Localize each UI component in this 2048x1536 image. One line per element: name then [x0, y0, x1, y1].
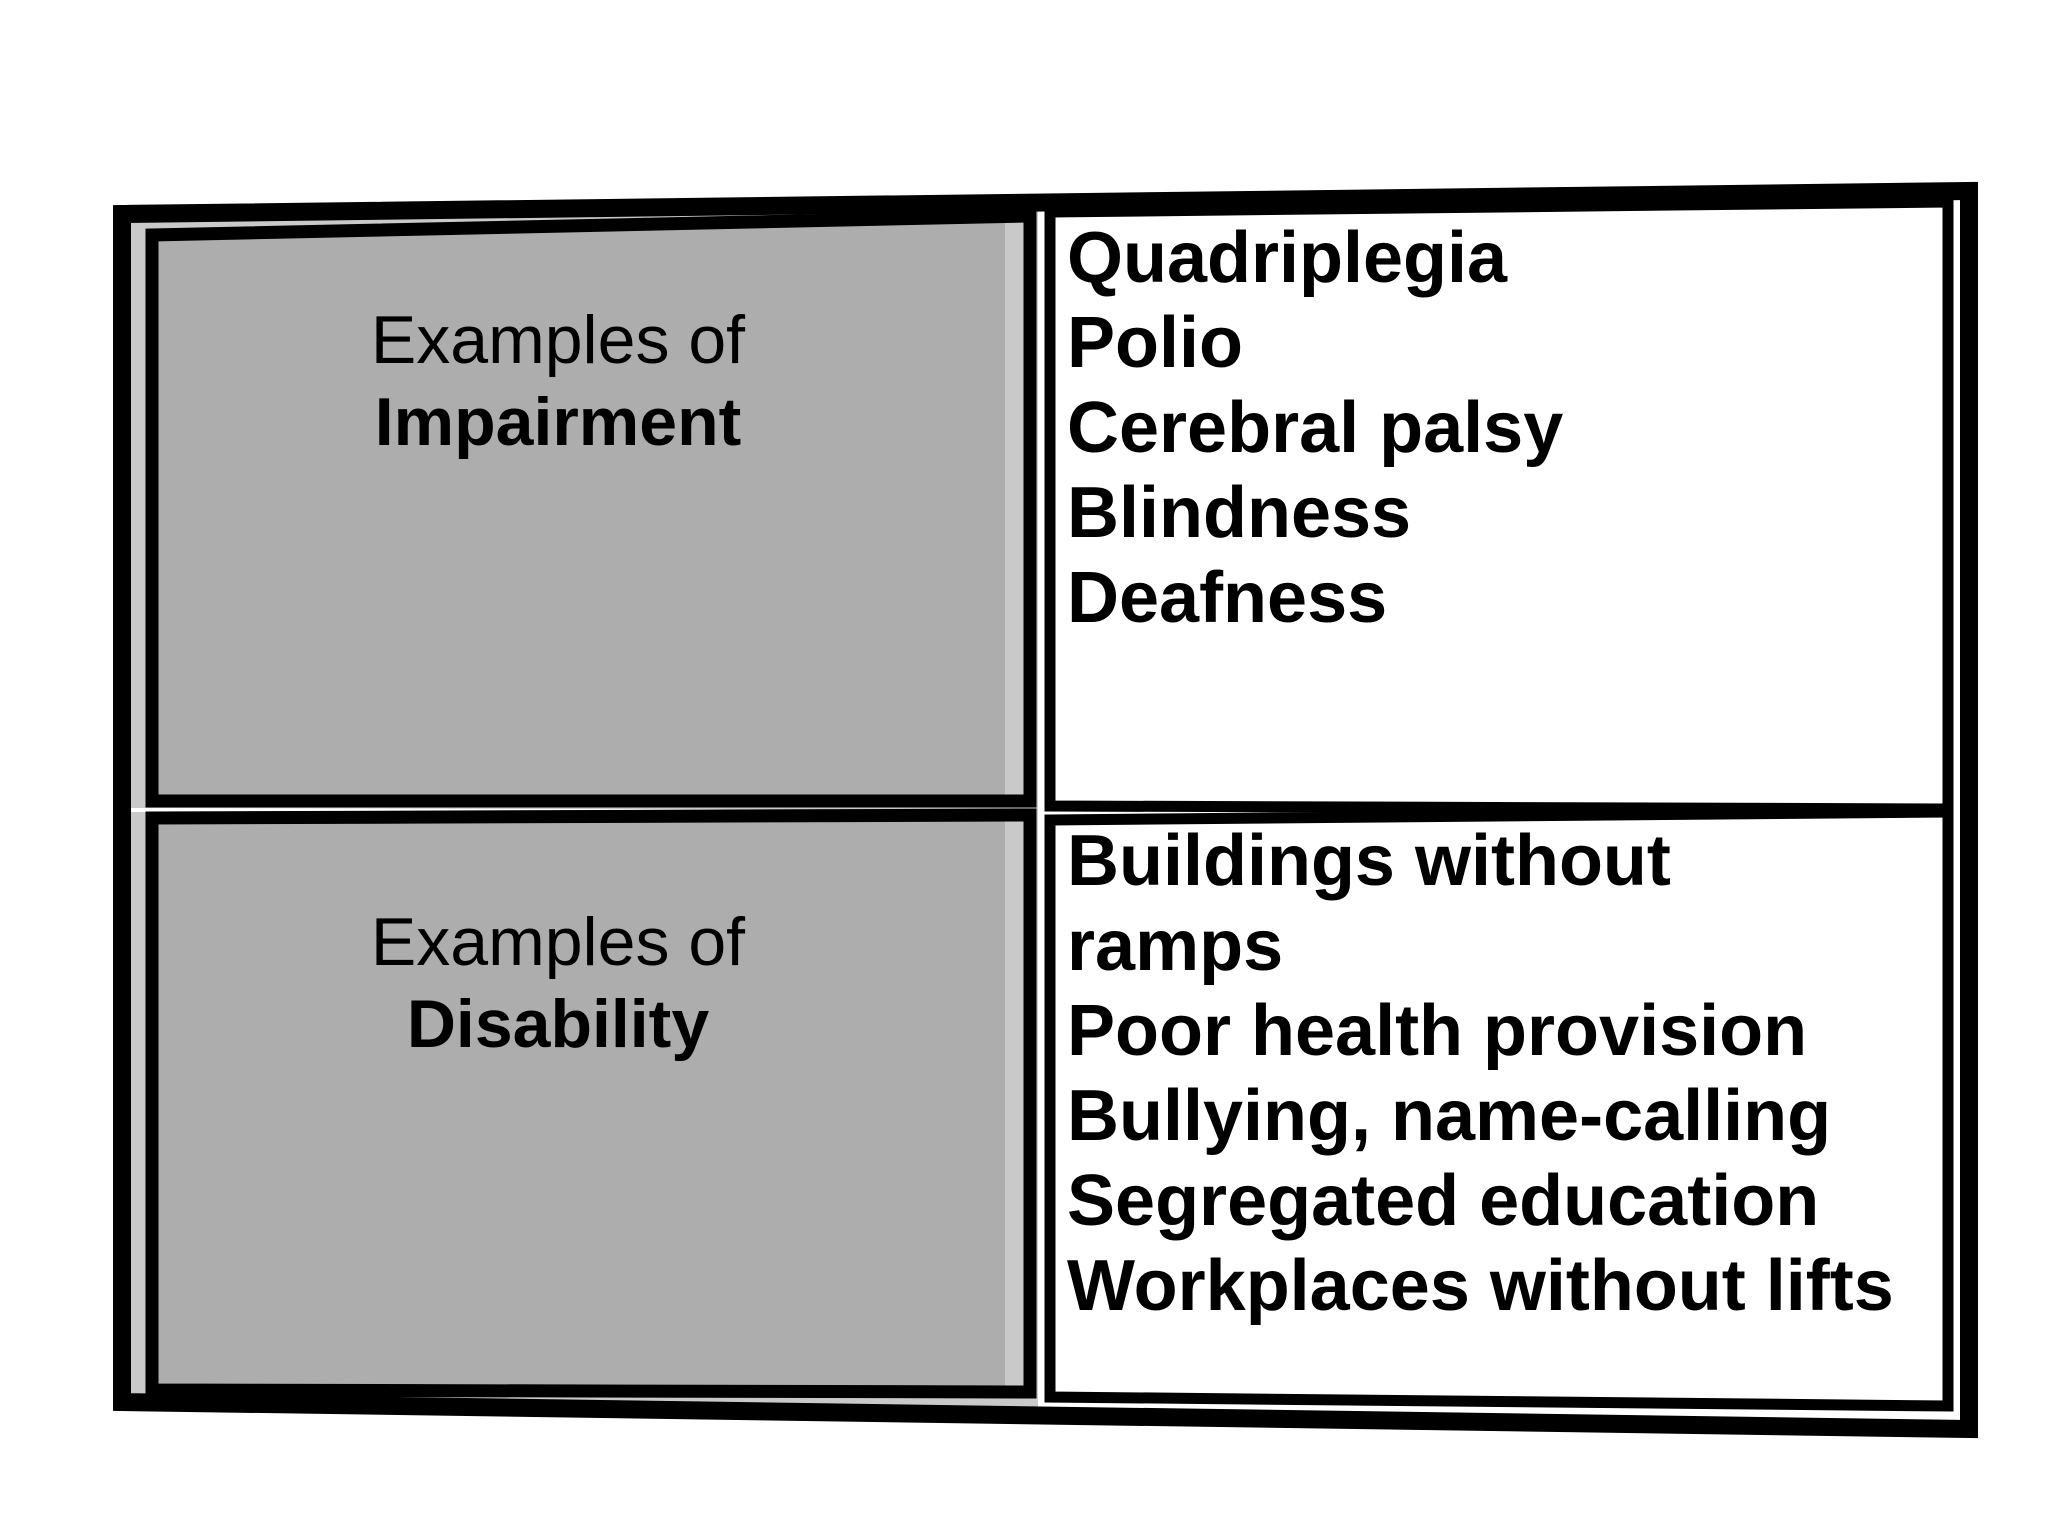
disability-examples-cell [1044, 806, 1954, 1412]
impairment-example-item: Cerebral palsy [1067, 388, 1564, 468]
disability-header-line1: Examples of [370, 904, 746, 980]
impairment-header-cell-fill [148, 214, 1005, 795]
impairment-example-item: Blindness [1067, 473, 1412, 553]
disability-example-item: Buildings without [1067, 821, 1671, 901]
impairment-header-cell-border [145, 209, 1037, 808]
disability-header-cell-border [145, 808, 1037, 1399]
disability-example-item: Workplaces without lifts [1067, 1246, 1894, 1326]
disability-example-item: Poor health provision [1067, 991, 1808, 1071]
impairment-example-item: Quadriplegia [1067, 218, 1508, 298]
cell-disability-examples: Buildings without ramps Poor health prov… [1067, 819, 1967, 1329]
disability-example-item: Segregated education [1067, 1161, 1820, 1241]
impairment-example-item: Polio [1067, 303, 1243, 383]
impairment-example-item: Deafness [1067, 558, 1388, 638]
cell-impairment-header: Examples of Impairment [163, 299, 953, 463]
disability-header-line2: Disability [406, 986, 710, 1062]
disability-header-cell-fill [148, 821, 1005, 1386]
cell-impairment-examples: Quadriplegia Polio Cerebral palsy Blindn… [1067, 216, 1967, 641]
impairment-header-line1: Examples of [370, 302, 746, 378]
disability-example-item: Bullying, name-calling [1067, 1076, 1832, 1156]
impairment-header-line2: Impairment [374, 384, 742, 460]
table-outer-frame [113, 181, 1978, 1439]
disability-example-item: ramps [1067, 906, 1284, 986]
cell-disability-header: Examples of Disability [163, 901, 953, 1065]
